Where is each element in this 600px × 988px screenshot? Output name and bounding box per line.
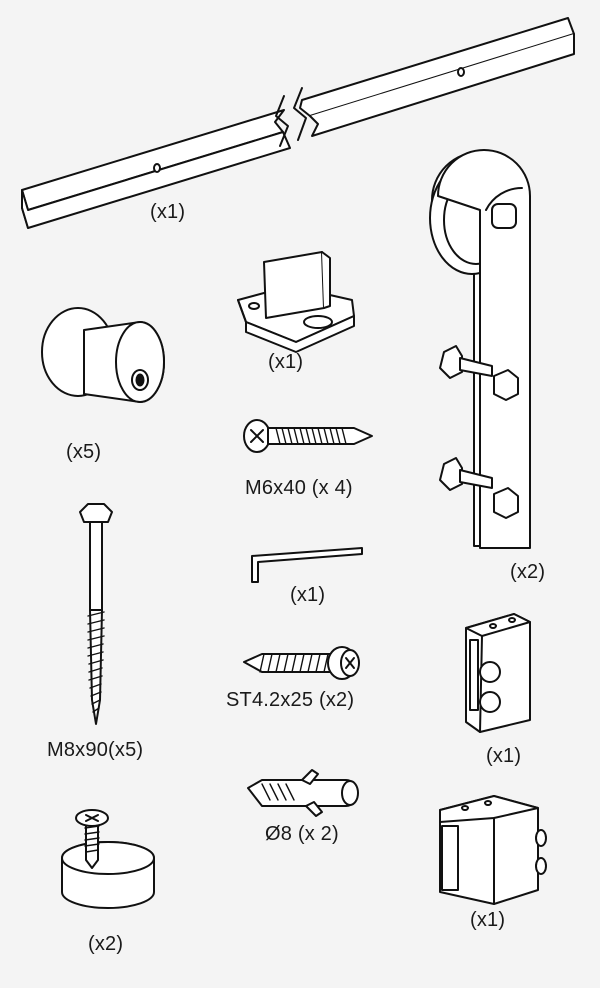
rail-break-right [293,87,307,141]
wall-anchor [247,769,359,817]
label-anchor: Ø8 (x 2) [265,823,339,845]
clip-top-roller [479,691,501,713]
label-spacer: (x5) [66,441,102,463]
stopper-screw-phillips [85,814,99,822]
rail-hole [457,67,465,77]
screw-st [243,646,360,680]
hex-key [251,547,363,583]
clip-bottom-hole [461,805,469,811]
anchor-wing-bottom [305,801,323,817]
clip-top-hole [489,623,497,629]
hanger-strap-edge [485,186,523,211]
screw-m6-phillips [250,429,264,443]
label-lag-bolt: M8x90(x5) [47,739,144,761]
screw-st-threads [259,653,329,673]
anchor-collar [341,780,359,806]
wall-spacer [41,307,165,403]
hanger-bolt-head [439,457,463,491]
hex-key-body [251,547,363,583]
label-hanger: (x2) [510,561,546,583]
rail-right-bottom [309,33,575,137]
clip-bottom [439,795,547,905]
hanger-strap [437,149,531,549]
hanger-bolt-shaft [459,357,493,377]
hanger-bolt-shaft [459,469,493,489]
spacer-face [115,321,165,403]
floor-guide [237,251,355,353]
screw-st-shank [243,653,337,673]
label-screw-st: ST4.2x25 (x2) [226,689,355,711]
lag-bolt [79,503,113,725]
anchor-ribs [261,783,295,801]
label-clip-bottom: (x1) [470,909,506,931]
clip-bottom-roller [535,829,547,847]
rail-break-left [275,95,289,147]
label-screw-m6: M6x40 (x 4) [245,477,353,499]
spacer-hole-inner [135,373,145,387]
screw-m6 [243,419,373,453]
anchor-wing-top [301,769,319,785]
screw-m6-threads [275,427,347,445]
rail-left-bottom [21,131,291,229]
anchor-body [247,779,358,807]
clip-top-edge [479,635,483,733]
label-clip-top: (x1) [486,745,522,767]
clip-top [465,613,531,733]
floor-guide-fin-side [321,251,331,309]
label-hex-key: (x1) [290,584,326,606]
label-track: (x1) [150,201,186,223]
clip-bottom-slot [441,825,459,891]
clip-bottom-hole [484,800,492,806]
lag-bolt-threads [87,611,105,713]
hanger-nut [493,487,519,519]
label-stopper: (x2) [88,933,124,955]
screw-st-phillips [345,657,355,669]
rail-hole [153,163,161,173]
hanger-nut [493,369,519,401]
clip-top-roller [479,661,501,683]
hanger-roller [429,149,531,549]
floor-guide-base-edge [237,299,355,353]
clip-top-slot [469,639,479,711]
hanger-bolt-head [439,345,463,379]
clip-top-hole [508,617,516,623]
floor-guide-fin [263,251,325,319]
clip-bottom-top [439,795,539,823]
door-stopper [61,809,155,909]
stopper-top [61,841,155,875]
hanger-axle-bolt [491,203,517,229]
lag-bolt-head [79,503,113,523]
floor-guide-hole [248,302,260,310]
rail-track [21,17,575,229]
label-floor-guide: (x1) [268,351,304,373]
lag-bolt-shank [89,521,103,611]
lag-bolt-thread-body [89,609,103,725]
floor-guide-slot [303,315,333,329]
clip-bottom-roller [535,857,547,875]
